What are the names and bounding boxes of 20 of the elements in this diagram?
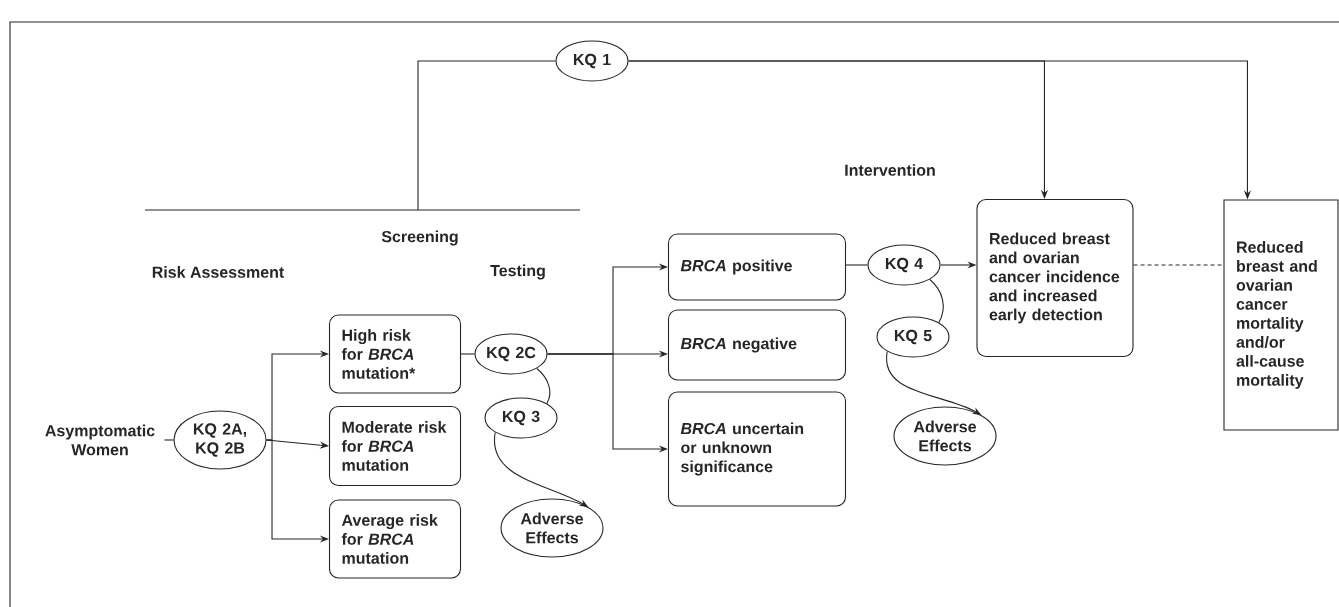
population-label: Asymptomatic Women bbox=[45, 424, 155, 456]
outcome-box: Moderate risk for BRCA mutation bbox=[328, 405, 462, 487]
connector-line bbox=[929, 278, 944, 323]
stage-label: Testing bbox=[490, 264, 545, 280]
connector-line bbox=[536, 367, 551, 404]
connector-line bbox=[845, 264, 868, 266]
outcome-box: BRCA positive bbox=[667, 233, 847, 301]
outcome-box: High risk for BRCA mutation* bbox=[328, 314, 462, 394]
connector-line bbox=[460, 353, 475, 355]
outcome-box: Reduced breast and ovarian cancer incidence and increased early detection bbox=[976, 198, 1134, 358]
outcome-box: Reduced breast and ovarian cancer mortality and/or all-cause mortality bbox=[1223, 199, 1339, 431]
connector-line bbox=[164, 439, 174, 441]
connector-line bbox=[417, 60, 556, 211]
outcome-box: BRCA uncertain or unknown significance bbox=[667, 391, 847, 507]
stage-label: Intervention bbox=[845, 164, 935, 176]
dashed-line bbox=[1133, 264, 1224, 266]
outcome-box: BRCA negative bbox=[667, 309, 847, 381]
outcome-box: Average risk for BRCA mutation bbox=[328, 499, 462, 579]
stage-label: Screening bbox=[381, 230, 458, 246]
stage-label: Risk Assessment bbox=[152, 266, 285, 278]
